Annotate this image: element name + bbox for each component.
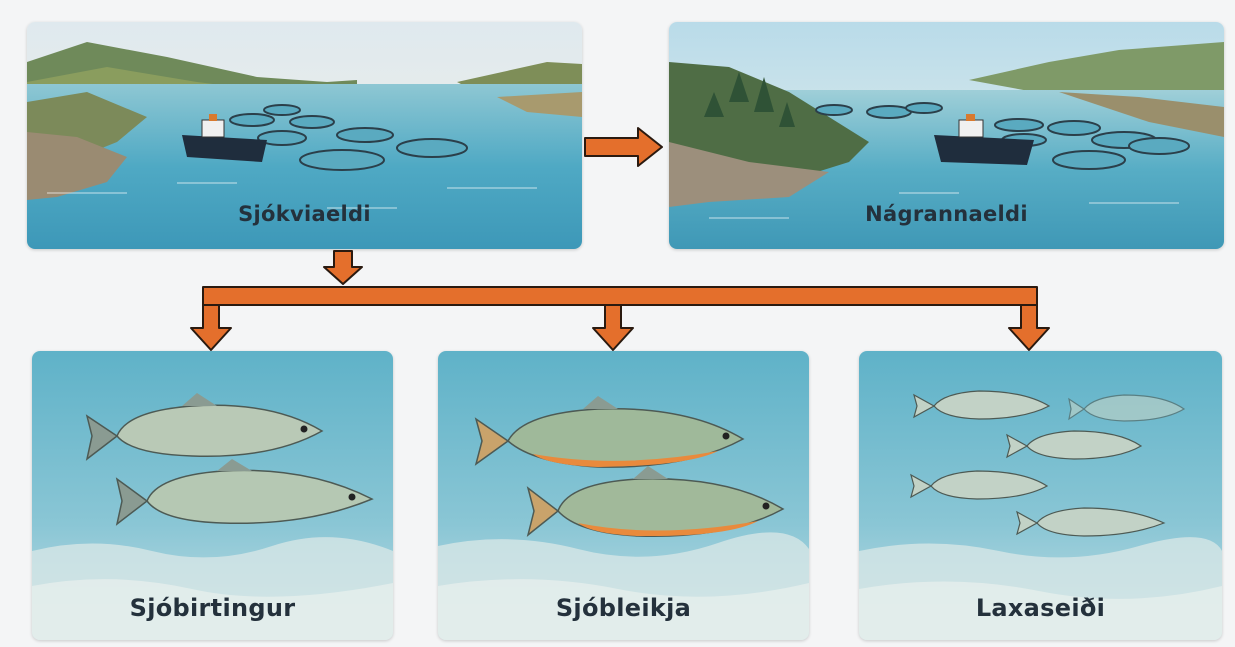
arrow-down-right bbox=[1009, 305, 1049, 350]
arrow-down-middle bbox=[593, 305, 633, 350]
arrow-right bbox=[585, 128, 662, 166]
distribution-bar bbox=[203, 287, 1037, 306]
panel-salmon-smolt: Laxaseiði bbox=[859, 351, 1222, 640]
arrow-down-main bbox=[324, 251, 362, 284]
arrow-down-left bbox=[191, 305, 231, 350]
label-neighbor-farming: Nágrannaeldi bbox=[669, 202, 1224, 226]
label-sea-farming: Sjókviaeldi bbox=[27, 202, 582, 226]
panel-sea-farming: Sjókviaeldi bbox=[27, 22, 582, 249]
label-salmon-smolt: Laxaseiði bbox=[859, 594, 1222, 622]
panel-neighbor-farming: Nágrannaeldi bbox=[669, 22, 1224, 249]
panel-sea-charr: Sjóbleikja bbox=[438, 351, 809, 640]
label-sea-trout: Sjóbirtingur bbox=[32, 594, 393, 622]
panel-sea-trout: Sjóbirtingur bbox=[32, 351, 393, 640]
label-sea-charr: Sjóbleikja bbox=[438, 594, 809, 622]
